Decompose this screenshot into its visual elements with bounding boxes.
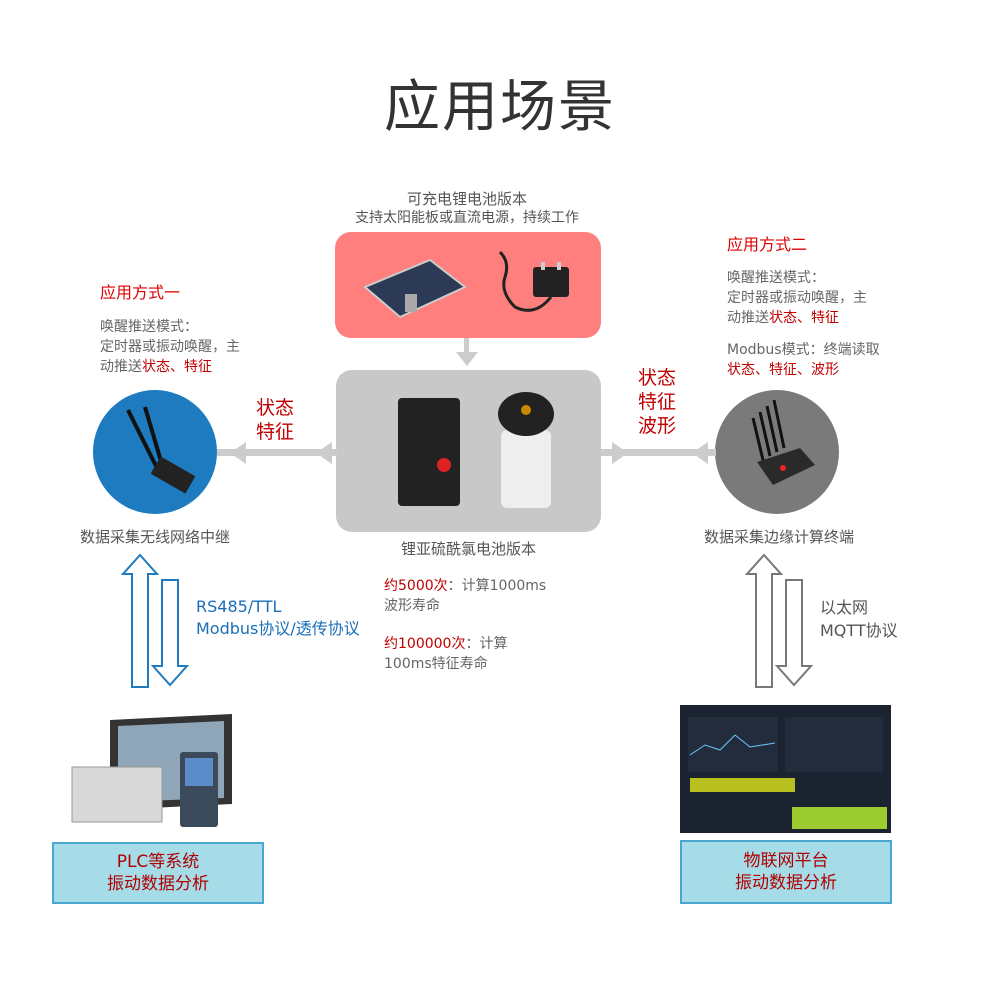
waveform-interval: ：计算1000ms bbox=[447, 578, 547, 594]
relay-connector-line bbox=[217, 449, 337, 456]
mode1-line3: 动推送状态、特征 bbox=[100, 357, 240, 377]
mode2-flow-label: 状态 特征 波形 bbox=[638, 366, 676, 438]
mode2-line2: 定时器或振动唤醒，主 bbox=[727, 290, 867, 306]
mode2-line3-prefix: 动推送 bbox=[727, 310, 769, 326]
iot-analysis-box: 物联网平台 振动数据分析 bbox=[680, 840, 892, 904]
right-arrow-icon bbox=[612, 442, 628, 464]
page-title: 应用场景 bbox=[384, 75, 616, 140]
left-arrow-icon bbox=[692, 442, 708, 464]
wireless-relay-device bbox=[93, 390, 217, 514]
mode1-line1: 唤醒推送模式： bbox=[100, 319, 198, 335]
primary-battery-label: 锂亚硫酰氯电池版本 bbox=[400, 540, 536, 558]
feature-compute: ：计算 bbox=[465, 636, 508, 652]
rechargeable-subtitle: 支持太阳能板或直流电源，持续工作 bbox=[355, 210, 579, 226]
mode2-line3-highlight: 状态、特征 bbox=[769, 310, 839, 326]
plc-box-line2: 振动数据分析 bbox=[107, 874, 209, 894]
plc-system-image bbox=[71, 714, 232, 827]
iot-box-line2: 振动数据分析 bbox=[735, 873, 837, 893]
right-link-protocols: 以太网 MQTT协议 bbox=[820, 596, 898, 642]
modbus-label: Modbus协议/透传协议 bbox=[196, 619, 360, 638]
waveform-life-label: 波形寿命 bbox=[384, 598, 440, 614]
left-link-protocols: RS485/TTL Modbus协议/透传协议 bbox=[196, 596, 360, 640]
flow-status: 状态 bbox=[638, 367, 677, 389]
flow-status: 状态 bbox=[256, 397, 295, 419]
feature-life-label: 100ms特征寿命 bbox=[384, 656, 488, 672]
bidirectional-arrow-icon bbox=[120, 553, 190, 688]
mode2-description: 唤醒推送模式： 定时器或振动唤醒，主 动推送状态、特征 Modbus模式：终端读… bbox=[727, 268, 880, 380]
iot-dashboard-image bbox=[680, 705, 891, 833]
mode1-line2: 定时器或振动唤醒，主 bbox=[100, 339, 240, 355]
rechargeable-title: 可充电锂电池版本 bbox=[406, 190, 527, 208]
primary-battery-panel bbox=[336, 370, 601, 532]
mode1-title: 应用方式一 bbox=[100, 283, 181, 302]
rechargeable-panel bbox=[335, 232, 601, 338]
feature-life: 约100000次：计算 100ms特征寿命 bbox=[384, 634, 507, 674]
plc-box-line1: PLC等系统 bbox=[116, 852, 200, 872]
edge-terminal-device bbox=[715, 390, 839, 514]
mode2-line1: 唤醒推送模式： bbox=[727, 270, 825, 286]
mode2-title: 应用方式二 bbox=[727, 235, 808, 254]
down-connector bbox=[464, 338, 469, 358]
waveform-life: 约5000次：计算1000ms 波形寿命 bbox=[384, 576, 546, 616]
mode1-description: 唤醒推送模式： 定时器或振动唤醒，主 动推送状态、特征 bbox=[100, 317, 240, 377]
mode2-line5: 状态、特征、波形 bbox=[727, 362, 839, 378]
terminal-connector-line bbox=[601, 449, 716, 456]
flow-feature: 特征 bbox=[256, 421, 295, 443]
relay-label: 数据采集无线网络中继 bbox=[80, 528, 231, 546]
ethernet-label: 以太网 bbox=[820, 598, 869, 617]
solar-panel-and-charger-image bbox=[363, 250, 569, 319]
flow-waveform: 波形 bbox=[638, 415, 677, 437]
rs485-label: RS485/TTL bbox=[196, 597, 282, 616]
flow-feature: 特征 bbox=[638, 391, 677, 413]
iot-box-line1: 物联网平台 bbox=[743, 851, 829, 871]
relay-device-image bbox=[126, 406, 196, 494]
mode1-line3-prefix: 动推送 bbox=[100, 359, 142, 375]
mqtt-label: MQTT协议 bbox=[820, 621, 898, 640]
edge-terminal-label: 数据采集边缘计算终端 bbox=[704, 528, 855, 546]
mode2-line4: Modbus模式：终端读取 bbox=[727, 342, 880, 358]
rechargeable-header: 可充电锂电池版本 支持太阳能板或直流电源，持续工作 bbox=[300, 190, 634, 228]
left-arrow-icon bbox=[230, 442, 246, 464]
bidirectional-arrow-icon bbox=[744, 553, 814, 688]
sensor-devices-image bbox=[398, 392, 554, 508]
plc-analysis-box: PLC等系统 振动数据分析 bbox=[52, 842, 264, 904]
left-arrow-icon bbox=[316, 442, 332, 464]
mode1-line3-highlight: 状态、特征 bbox=[142, 359, 212, 375]
feature-count: 约100000次 bbox=[384, 636, 466, 652]
edge-terminal-image bbox=[751, 399, 815, 485]
waveform-count: 约5000次 bbox=[384, 578, 448, 594]
mode1-flow-label: 状态 特征 bbox=[256, 396, 294, 444]
down-arrow-icon bbox=[456, 352, 478, 366]
mode2-line3: 动推送状态、特征 bbox=[727, 308, 880, 328]
